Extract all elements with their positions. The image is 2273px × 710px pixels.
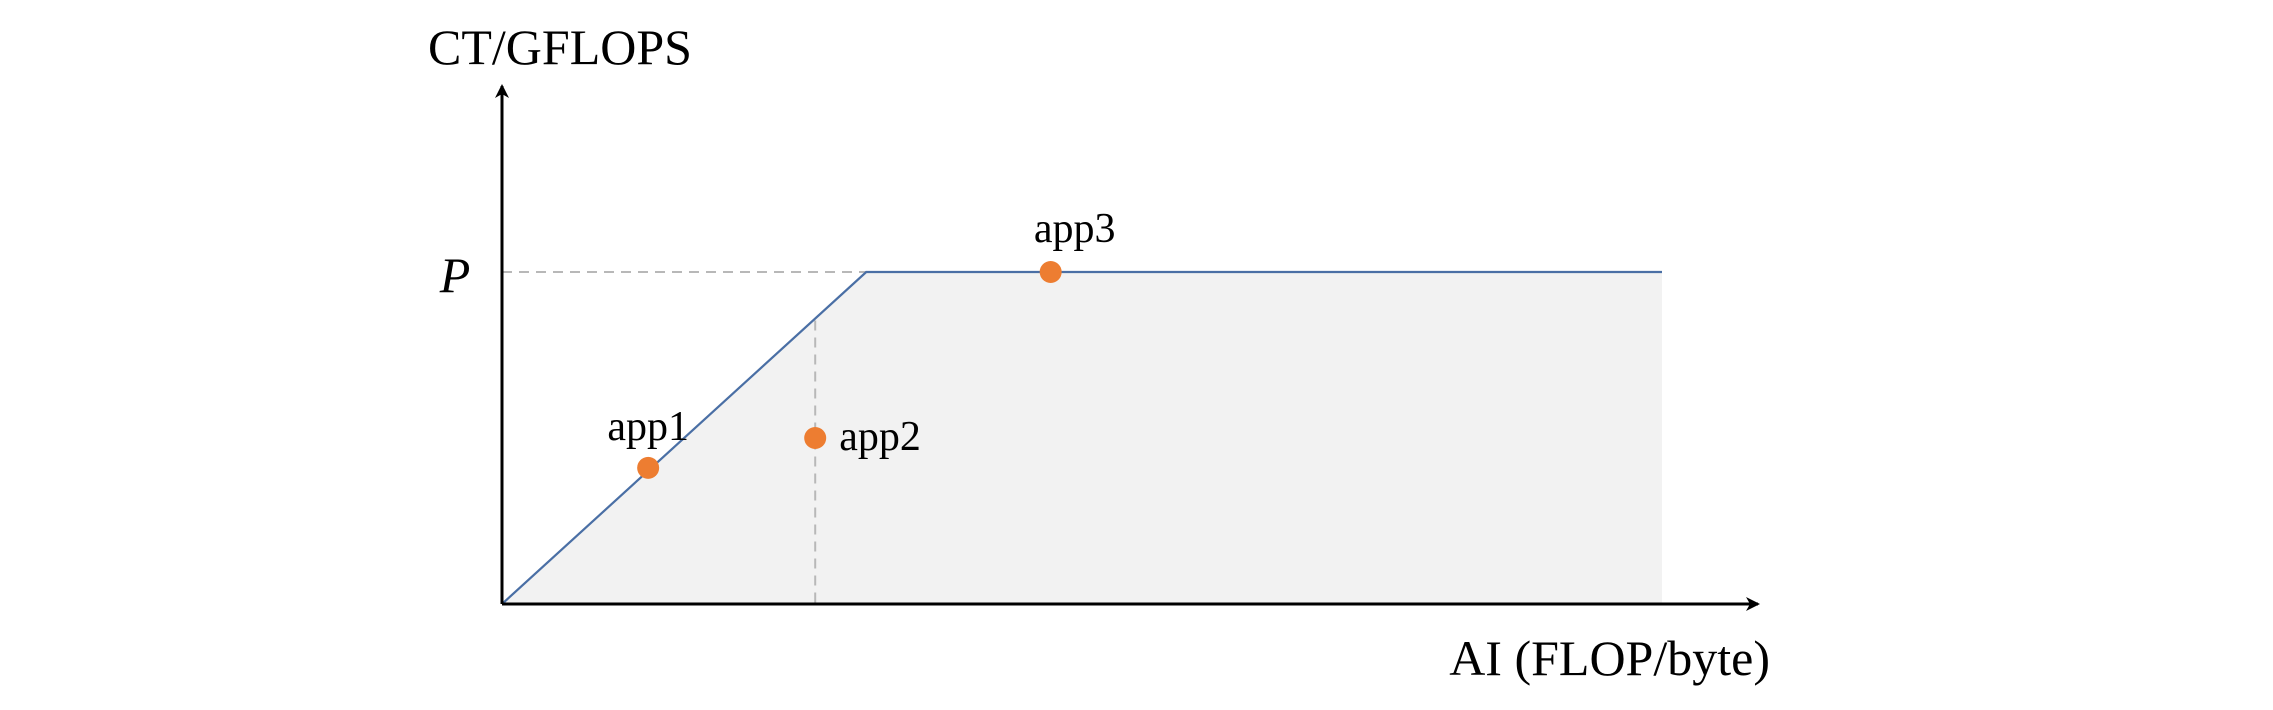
app1-label: app1 (607, 404, 689, 450)
attainable-region (502, 272, 1662, 604)
app1-point (637, 456, 660, 479)
app2-point (804, 427, 827, 449)
app3-point (1039, 261, 1062, 283)
app2-label: app2 (839, 414, 921, 460)
roofline (501, 270, 1662, 605)
app3-label: app3 (1034, 206, 1116, 252)
peak-label: P (439, 247, 471, 303)
y-axis-label: CT/GFLOPS (428, 19, 692, 75)
points-layer: app1 app2 app3 (607, 206, 1116, 479)
x-axis-label: AI (FLOP/byte) (1449, 630, 1770, 686)
